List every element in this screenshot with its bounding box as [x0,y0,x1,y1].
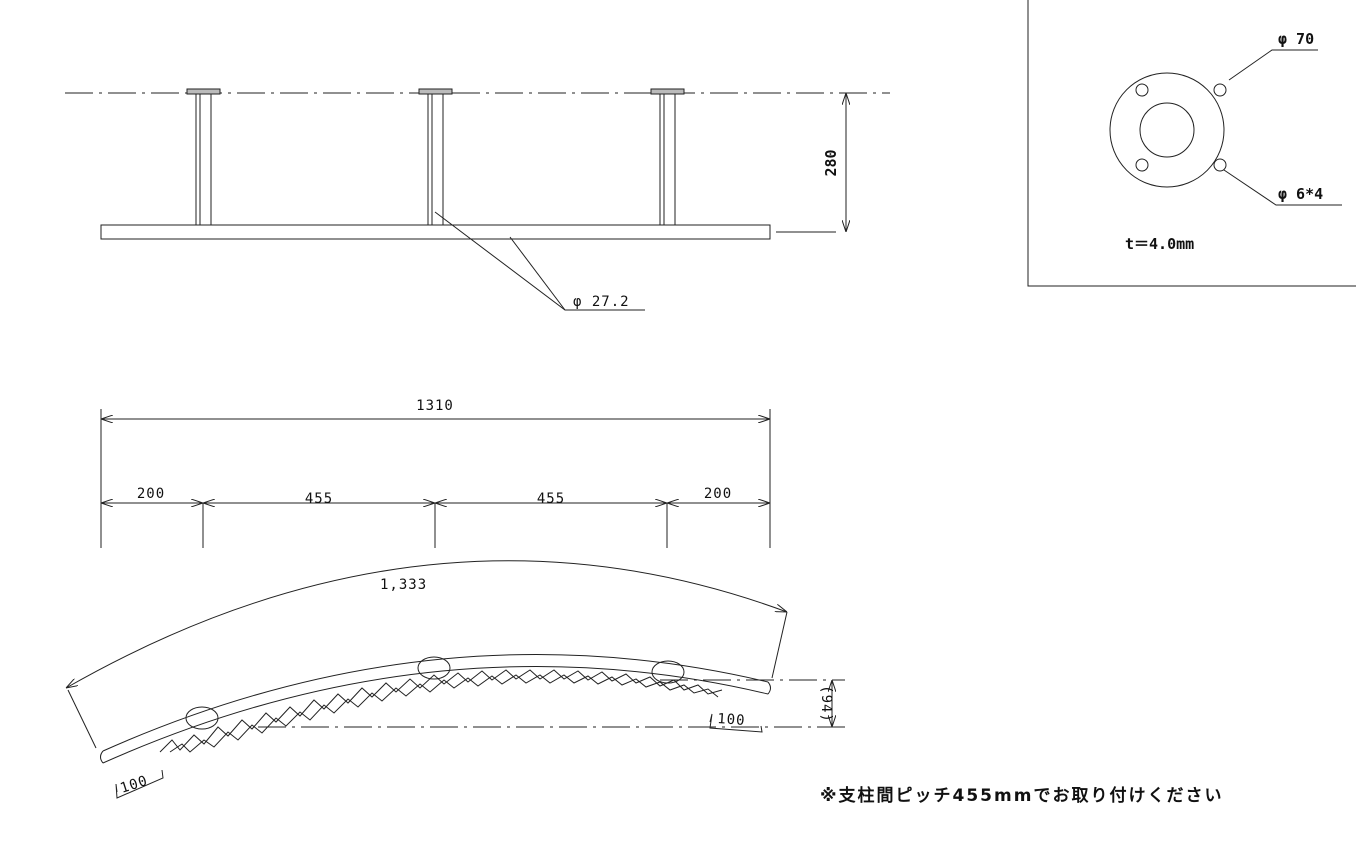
hole-dia-leader [1223,169,1342,206]
bottom-rail [100,224,771,240]
height-dimension-label: 280 [822,149,840,176]
side-plate-left [185,706,219,730]
plate-outer [1109,72,1225,188]
seg2-label: 455 [305,491,333,507]
front-view [65,88,890,311]
flange-left [186,88,221,95]
post-center [427,93,444,226]
total-length-label: 1310 [416,398,454,414]
end-offset-left-label: 100 [118,773,150,797]
plate-thickness-label: t＝4.0mm [1125,235,1194,253]
pipe-dia-label: φ 27.2 [573,294,630,310]
outer-dia-leader [1228,49,1318,81]
side-plate-center [417,656,451,680]
end-offset-right-label: 100 [717,711,746,729]
bolt-hole-br [1213,158,1227,172]
bolt-hole-bl [1135,158,1149,172]
detail-frame [1027,0,1356,287]
flange-center [418,88,453,95]
end-offset-right-mark [709,713,763,733]
seg1-label: 200 [137,486,165,502]
hole-dia-label: φ 6*4 [1278,185,1323,203]
plan-view [100,409,771,548]
outer-dia-label: φ 70 [1278,30,1314,48]
installation-note: ※支柱間ピッチ455mmでお取り付けください [820,785,1223,806]
arc-length-label: 1,333 [380,577,427,593]
plate-center-hole [1139,102,1195,158]
post-left [195,93,212,226]
arc-length-dimension [66,560,787,688]
bolt-hole-tl [1135,83,1149,97]
side-view [66,560,845,799]
end-offset-left-mark [115,769,164,799]
curved-pipe [102,666,769,764]
bolt-hole-tr [1213,83,1227,97]
seg4-label: 200 [704,486,732,502]
rise-label: (94) [818,685,834,723]
post-right [659,93,676,226]
plate-detail [1027,0,1356,287]
seg3-label: 455 [537,491,565,507]
flange-right [650,88,685,95]
